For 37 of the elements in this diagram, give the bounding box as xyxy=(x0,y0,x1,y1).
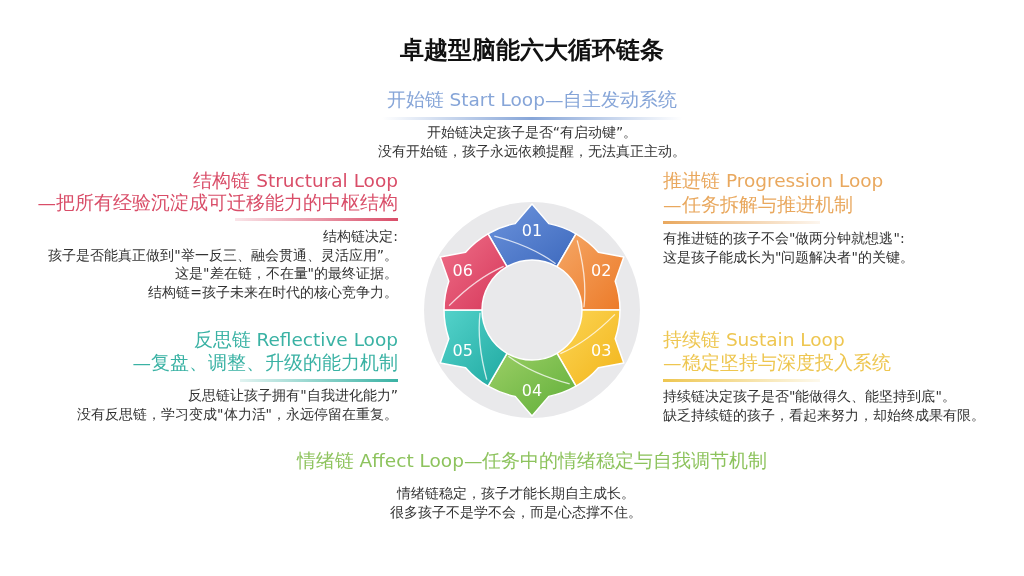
ring-segment xyxy=(556,232,625,311)
diagram-title: 卓越型脑能六大循环链条 xyxy=(400,36,664,65)
segment-number: 01 xyxy=(521,220,543,240)
section-heading: 情绪链 Affect Loop—任务中的情绪稳定与自我调节机制 xyxy=(296,450,768,473)
section-heading: 开始链 Start Loop—自主发动系统 xyxy=(386,89,678,112)
section-heading: —把所有经验沉淀成可迁移能力的中枢结构 xyxy=(37,192,398,215)
segment-number: 02 xyxy=(591,260,612,280)
ring-segment xyxy=(439,232,508,311)
description-text: 有推进链的孩子不会"做两分钟就想逃": xyxy=(663,230,905,247)
ring-segment xyxy=(439,309,508,388)
section-heading: —任务拆解与推进机制 xyxy=(663,194,853,217)
description-text: 开始链决定孩子是否“有启动键”。 xyxy=(426,124,638,141)
section-heading: —复盘、调整、升级的能力机制 xyxy=(132,351,398,374)
ring-segment xyxy=(487,352,577,417)
description-text: 孩子是否能真正做到"举一反三、融会贯通、灵活应用”。 xyxy=(48,246,398,264)
section-heading: —稳定坚持与深度投入系统 xyxy=(663,351,891,374)
segment-number: 05 xyxy=(452,340,473,360)
description-text: 结构链=孩子未来在时代的核心竞争力。 xyxy=(148,283,398,301)
ring-segment xyxy=(487,203,577,268)
section-heading: 持续链 Sustain Loop xyxy=(663,329,845,352)
description-text: 没有反思链，学习变成"体力活"，永远停留在重复。 xyxy=(77,406,398,423)
section-heading: 推进链 Progression Loop xyxy=(663,170,884,193)
segment-number: 06 xyxy=(452,260,473,280)
description-text: 缺乏持续链的孩子，看起来努力，却始终成果有限。 xyxy=(663,407,985,424)
description-text: 这是孩子能成长为"问题解决者"的关键。 xyxy=(663,248,914,266)
section-heading: 结构链 Structural Loop xyxy=(193,170,398,193)
description-text: 情绪链稳定，孩子才能长期自主成长。 xyxy=(397,485,635,502)
description-text: 没有开始链，孩子永远依赖提醒，无法真正主动。 xyxy=(378,143,686,160)
segment-number: 04 xyxy=(521,380,543,400)
description-text: 反思链让孩子拥有"自我进化能力” xyxy=(188,387,398,404)
description-text: 很多孩子不是学不会，而是心态撑不住。 xyxy=(390,504,642,521)
ring-segment xyxy=(556,309,625,388)
section-heading: 反思链 Reflective Loop xyxy=(193,329,398,352)
description-text: 这是"差在链，不在量"的最终证据。 xyxy=(175,265,398,282)
description-text: 持续链决定孩子是否"能做得久、能坚持到底"。 xyxy=(663,388,956,405)
description-text: 结构链决定: xyxy=(323,228,398,245)
segment-number: 03 xyxy=(591,340,612,360)
